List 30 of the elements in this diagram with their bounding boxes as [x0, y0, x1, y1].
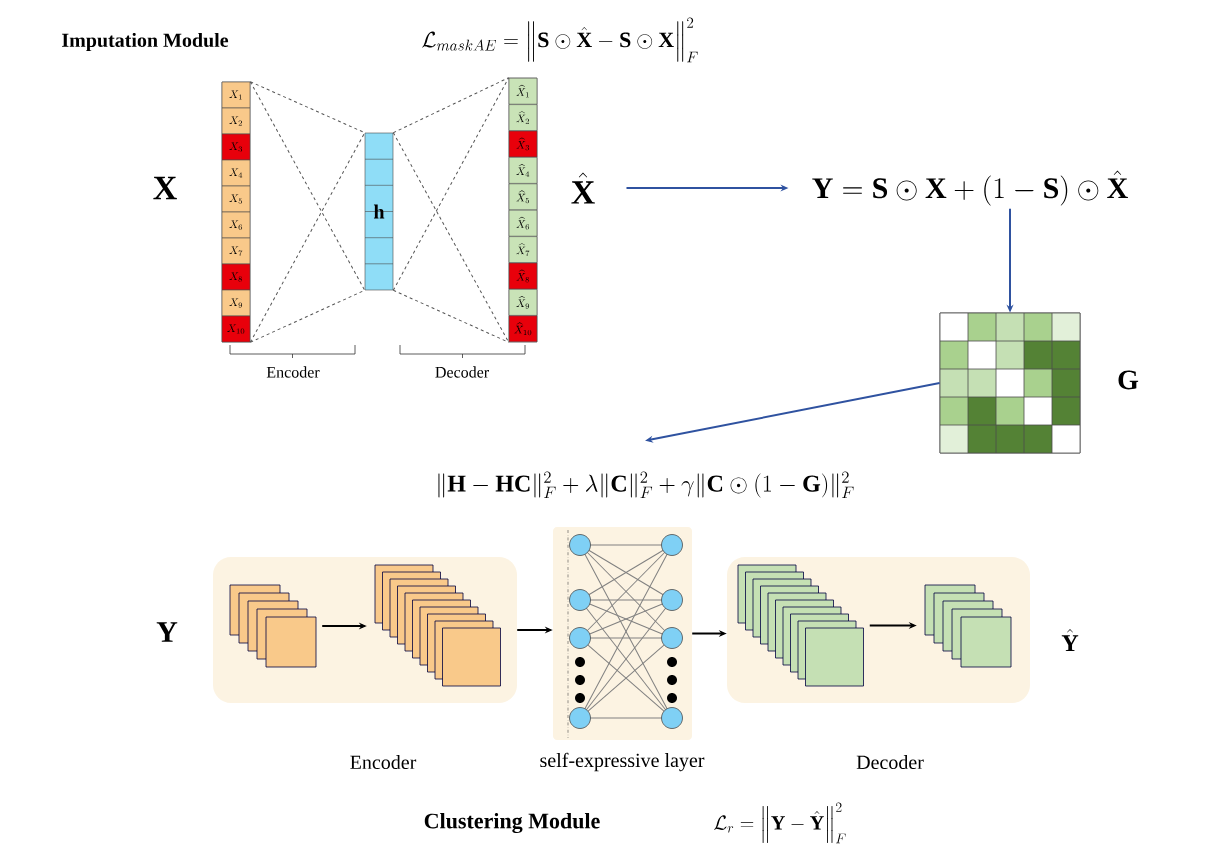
input-symbol: $\mathbf{X}$	[153, 176, 177, 200]
panel-caption: self-expressive layer	[540, 752, 705, 772]
bracket-label: Decoder	[435, 366, 489, 378]
connector-line	[392, 289, 510, 343]
matrix-grid	[939, 312, 1081, 454]
objective-formula: $\|\mathbf{H}-\mathbf{HC}\|_F^2+\lambda\|\mathbf{C}\|_F^2+\gamma\|\mathbf{C}\odot(1-\mathbf{G})\|_F^2$	[438, 471, 854, 499]
panel-caption: Decoder	[856, 754, 924, 770]
module-title: Clustering Module	[424, 812, 600, 834]
connector-line	[392, 77, 510, 291]
module-title: Imputation Module	[62, 32, 229, 52]
connector-line	[249, 81, 366, 291]
connector-line	[249, 132, 366, 343]
bracket-label: Encoder	[266, 366, 320, 378]
connector-line	[392, 77, 510, 134]
feature-map-stack	[924, 584, 1012, 668]
panel-caption: Encoder	[350, 754, 417, 770]
imputation-formula: $\mathbf{Y}=\mathbf{S}\odot\mathbf{X}+(1-\mathbf{S})\odot\hat{\mathbf{X}}$	[812, 170, 1128, 206]
output-symbol: $\hat{\mathbf{X}}$	[571, 172, 595, 204]
feature-map-stack	[737, 564, 864, 687]
loss-formula: $\mathcal{L}_{maskAE}=\left\|\mathbf{S}\odot\hat{\mathbf{X}}-\mathbf{S}\odot\mathbf{X}\right\|_F^2$	[422, 17, 698, 63]
feature-map-stack	[374, 564, 501, 687]
hidden-vector: $\mathbf{h}$	[364, 132, 394, 291]
feature-map-stack	[229, 584, 317, 668]
loss-formula: $\mathcal{L}_r=\left\|\mathbf{Y}-\hat{\mathbf{Y}}\right\|_F^2$	[714, 802, 846, 844]
output-symbol: $\hat{\mathbf{Y}}$	[1061, 629, 1079, 652]
input-symbol: $\mathbf{Y}$	[156, 622, 178, 642]
vector-column: $X_{1}$ $X_{2}$ $X_{3}$ $X_{4}$ $X_{5}$ $X_{6}$ $X_{7}$ $X_{8}$ $X_{9}$ $X_{10}$	[221, 81, 251, 343]
connector-line	[392, 132, 510, 343]
vector-column: $\widehat{X}_{1}$ $\widehat{X}_{2}$ $\widehat{X}_{3}$ $\widehat{X}_{4}$ $\widehat{X}_{5}$ $\widehat{X}_{6}$ $\widehat{X}_{7}$ $\widehat{X}_{8}$ $\widehat{X}_{9}$ $\widehat{X}_{10}$	[508, 77, 538, 343]
matrix-symbol: $\mathbf{G}$	[1118, 370, 1139, 390]
